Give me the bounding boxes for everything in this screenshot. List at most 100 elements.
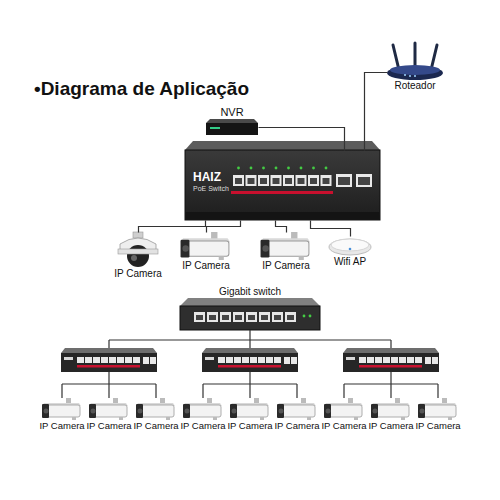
- camera-wires: [203, 372, 297, 398]
- gigabit-switch-icon: [180, 298, 320, 330]
- router-body: [387, 66, 443, 80]
- ap-led: [349, 248, 352, 251]
- dome-bubble: [127, 245, 149, 267]
- device-label: Wifi AP: [334, 256, 366, 268]
- icon-area: [180, 298, 320, 330]
- icon-area: [136, 398, 176, 420]
- icon-area: [183, 398, 223, 420]
- port-socket: [222, 315, 229, 320]
- port-socket: [310, 178, 317, 184]
- switch-port: [321, 175, 332, 186]
- cable-line: [365, 73, 388, 151]
- poe-switch-small: [343, 348, 439, 372]
- bullet-camera-icon: [181, 232, 231, 260]
- camera-wires: [62, 372, 156, 398]
- switch-port: [258, 175, 269, 186]
- nvr-front: [206, 123, 258, 135]
- nvr-icon: [206, 119, 258, 135]
- device-label: IP Camera: [114, 268, 162, 280]
- port-socket: [196, 315, 203, 320]
- router-led: [404, 74, 406, 76]
- device-label: Gigabit switch: [219, 286, 281, 298]
- bullet-camera-icon: [230, 398, 269, 420]
- router-icon: [387, 43, 443, 80]
- device-label: IP Camera: [262, 260, 310, 272]
- icon-area: [371, 398, 411, 420]
- icon-area: [328, 236, 372, 256]
- dome-ring: [118, 249, 158, 254]
- switch-port: [246, 175, 257, 186]
- port-socket: [248, 315, 255, 320]
- ap-disc: [329, 239, 371, 255]
- switch-port: [308, 175, 319, 186]
- router-led: [409, 75, 411, 77]
- ip-camera: IP Camera: [38, 398, 86, 432]
- switch-front: [185, 150, 380, 220]
- model-label: PoE Switch: [193, 184, 229, 193]
- device-label: IP Camera: [133, 420, 178, 432]
- icon-area: [324, 398, 364, 420]
- port-socket: [323, 178, 330, 184]
- port-socket: [273, 178, 280, 184]
- device-label: IP Camera: [368, 420, 413, 432]
- switch-port: [296, 175, 307, 186]
- switch-port: [233, 175, 244, 186]
- ip-camera: IP Camera: [367, 398, 415, 432]
- icon-area: [42, 398, 82, 420]
- brand-logo: HAIZ: [193, 170, 229, 184]
- poe-switch-icon: [185, 141, 380, 220]
- ap-top: [331, 239, 369, 251]
- poe-switch: HAIZPoE Switch: [185, 150, 380, 220]
- switch-port: [233, 312, 244, 322]
- ptz-camera: IP Camera: [113, 232, 163, 280]
- icon-area: [277, 398, 317, 420]
- nvr-led: [210, 127, 220, 129]
- bullet-camera-icon: [42, 398, 81, 420]
- ip-camera: IP Camera: [320, 398, 368, 432]
- switch-port: [246, 312, 257, 322]
- port-socket: [287, 315, 294, 320]
- icon-area: [89, 398, 129, 420]
- switch-port: [259, 312, 270, 322]
- camera-wires: [344, 372, 438, 398]
- port-socket: [209, 315, 216, 320]
- icon-area: [260, 232, 312, 260]
- switch-port: [220, 312, 231, 322]
- ip-camera: IP Camera: [414, 398, 462, 432]
- ip-camera: IP Camera: [260, 232, 312, 272]
- bullet-camera-icon: [324, 398, 363, 420]
- bullet-camera-icon: [261, 232, 311, 260]
- router-led: [414, 75, 416, 77]
- wifi-access-point: Wifi AP: [328, 236, 372, 268]
- uplink-port: [336, 174, 352, 187]
- cable-line: [276, 221, 287, 233]
- cable-line: [311, 221, 351, 237]
- port-led: [237, 167, 240, 170]
- icon-area: [206, 119, 258, 135]
- bullet-camera-icon: [371, 398, 410, 420]
- switch-base: [186, 212, 380, 220]
- device-label: IP Camera: [274, 420, 319, 432]
- uplink-port: [356, 174, 372, 187]
- port-socket: [338, 177, 350, 185]
- device-label: IP Camera: [415, 420, 460, 432]
- device-label: IP Camera: [321, 420, 366, 432]
- switch-port: [207, 312, 218, 322]
- port-led: [303, 315, 306, 318]
- switch-port: [285, 312, 296, 322]
- nvr-device: NVR: [206, 106, 258, 135]
- ip-camera: IP Camera: [273, 398, 321, 432]
- icon-area: [387, 42, 443, 80]
- router-antenna: [414, 43, 417, 68]
- switch-top: [185, 141, 380, 150]
- port-socket: [235, 315, 242, 320]
- gigabit-switch: Gigabit switch: [180, 286, 320, 330]
- switch-top: [180, 298, 320, 306]
- port-led: [250, 167, 253, 170]
- bullet-camera-icon: [183, 398, 222, 420]
- device-label: IP Camera: [182, 260, 230, 272]
- port-led: [325, 167, 328, 170]
- icon-area: [418, 398, 458, 420]
- port-socket: [274, 315, 281, 320]
- bullet-camera-icon: [89, 398, 128, 420]
